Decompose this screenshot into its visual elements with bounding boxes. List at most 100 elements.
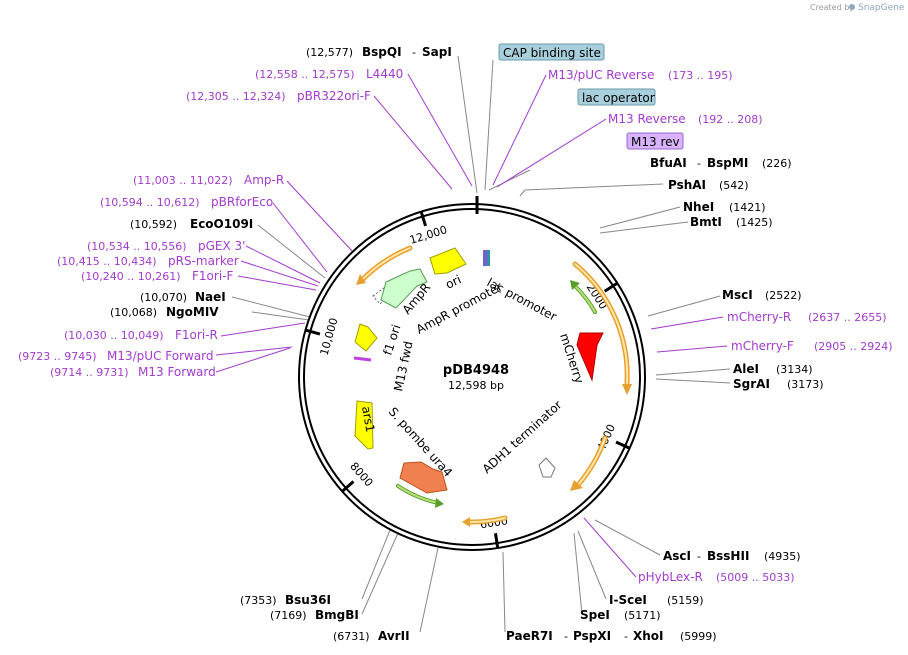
enzyme-pos-spei: (5171): [624, 609, 661, 622]
primer-m13-puc-forward: M13/pUC Forward: [107, 349, 214, 363]
enzyme-pos-asci: (4935): [764, 550, 801, 563]
created-by-label: Created by: [810, 3, 854, 12]
primer-f1ori-r: F1ori-R: [175, 328, 218, 342]
primer-m13-forward: M13 Forward: [138, 365, 216, 379]
primer-range-pgex3: (10,534 .. 10,556): [87, 240, 187, 253]
leader-lines: [231, 55, 731, 633]
enzyme-bsu36i: Bsu36I: [285, 593, 331, 607]
enzyme-ecoo109i: EcoO109I: [190, 217, 253, 231]
enzyme-pos-xhoi: (5999): [680, 630, 717, 643]
primer-range-m13-reverse: (192 .. 208): [698, 113, 763, 126]
enzyme-paer7i: PaeR7I: [506, 629, 553, 643]
bp-tick-mark: [341, 480, 355, 493]
enzyme-pos-bmgbi: (7169): [270, 609, 307, 622]
primer-m13-reverse: M13 Reverse: [608, 112, 686, 126]
label-m13-rev: M13 rev: [631, 135, 680, 149]
enzyme-pos-bfuai: (226): [762, 157, 792, 170]
primer-pgex3: pGEX 3': [198, 239, 245, 253]
primer-l4440: L4440: [366, 67, 403, 81]
feature-label-ori: ori: [443, 272, 463, 291]
orf-arc-1: [572, 261, 630, 386]
label-lac-operator: lac operator: [582, 91, 655, 105]
enzyme-pos-naei: (10,070): [140, 291, 187, 304]
enzyme-pos-nhei: (1421): [729, 201, 766, 214]
primer-amp-r: Amp-R: [244, 173, 284, 187]
enzyme-naei: NaeI: [195, 290, 226, 304]
enzyme-pos-bsu36i: (7353): [240, 594, 277, 607]
enzyme-bspmi: BspMI: [707, 156, 748, 170]
f1-ori-arrow: [354, 323, 378, 352]
enzyme-sgrai: SgrAI: [733, 377, 770, 391]
primer-mcherry-r: mCherry-R: [727, 310, 791, 324]
enzyme-pos-sgrai: (3173): [787, 378, 824, 391]
primer-range-prs-marker: (10,415 .. 10,434): [57, 255, 157, 268]
primer-prs-marker: pRS-marker: [168, 254, 239, 268]
enzyme-xhoi: XhoI: [633, 629, 664, 643]
enzyme-avrii: AvrII: [378, 629, 410, 643]
enzyme-pshai: PshAI: [668, 178, 706, 192]
ori-arrow: [429, 247, 467, 275]
primer-range-phyblex-r: (5009 .. 5033): [716, 571, 795, 584]
bp-tick-mark: [615, 440, 631, 450]
ura4-arrow: [399, 461, 448, 494]
orf-arc-2: [575, 435, 608, 488]
bp-tick-mark: [305, 328, 321, 336]
enzyme-alei: AleI: [733, 362, 759, 376]
backbone-inner: [298, 203, 646, 551]
box-m13-rev: [626, 132, 684, 150]
backbone-outer: [303, 208, 641, 546]
svg-text:-: -: [697, 157, 701, 170]
primer-range-f1ori-r: (10,030 .. 10,049): [64, 329, 164, 342]
enzyme-sapi: SapI: [422, 45, 452, 59]
mcherry-arrow: [576, 332, 604, 382]
primer-m13-puc-reverse: M13/pUC Reverse: [548, 68, 655, 82]
m13-fwd-mark: [353, 356, 372, 362]
orf-arc-4-inner: [361, 247, 411, 281]
svg-text:-: -: [412, 46, 416, 59]
enzyme-msci: MscI: [722, 288, 753, 302]
adh1-terminator-arrow: [538, 457, 556, 478]
primer-range-m13-puc-forward: (9723 .. 9745): [18, 350, 97, 363]
enzyme-bspqi: BspQI: [362, 45, 402, 59]
primer-phyblex-r: pHybLex-R: [638, 570, 703, 584]
box-cap-binding-site: [498, 43, 605, 61]
bp-tick-label: 10,000: [318, 316, 341, 357]
ampr-arrow: [380, 268, 428, 309]
enzyme-i-scei: I-SceI: [609, 593, 647, 607]
cap-site-mark: [487, 250, 490, 266]
primer-range-mcherry-r: (2637 .. 2655): [808, 311, 887, 324]
primer-range-m13-puc-reverse: (173 .. 195): [668, 69, 733, 82]
primer-range-amp-r: (11,003 .. 11,022): [133, 174, 233, 187]
bp-tick-label: 12,000: [408, 223, 449, 247]
enzyme-pos-pshai: (542): [719, 179, 749, 192]
enzyme-pos-ecoo109i: (10,592): [130, 218, 177, 231]
enzyme-nhei: NheI: [683, 200, 714, 214]
box-lac-operator: [577, 88, 656, 106]
plasmid-size: 12,598 bp: [448, 379, 504, 392]
primer-mcherry-f: mCherry-F: [731, 339, 794, 353]
enzyme-pos-bmti: (1425): [736, 216, 773, 229]
enzyme-pos-i-scei: (5159): [667, 594, 704, 607]
orf-arrowhead-2: [570, 480, 583, 491]
orf-arrowhead-4: [356, 274, 366, 285]
bp-tick-mark: [419, 211, 428, 227]
primer-range-mcherry-f: (2905 .. 2924): [814, 340, 893, 353]
primer-f1ori-f: F1ori-F: [192, 269, 233, 283]
lac-operator-mark: [483, 250, 487, 266]
enzyme-bmti: BmtI: [690, 215, 722, 229]
enzyme-pos-msci: (2522): [765, 289, 802, 302]
enzyme-ngomiv: NgoMIV: [166, 305, 219, 319]
enzyme-pspxi: PspXI: [573, 629, 611, 643]
feature-label-ars1: ars1: [359, 405, 377, 433]
primer-range-l4440: (12,558 .. 12,575): [255, 68, 355, 81]
enzyme-bsshii: BssHII: [707, 549, 749, 563]
green-arrowhead-1: [570, 280, 580, 290]
enzyme-asci: AscI: [663, 549, 691, 563]
orf-arc-2-inner: [577, 437, 606, 486]
primer-pbr322ori-f: pBR322ori-F: [297, 89, 371, 103]
ars1-box: [354, 400, 374, 450]
enzyme-pos-bspqi: (12,577): [306, 46, 353, 59]
enzyme-pos-alei: (3134): [776, 363, 813, 376]
enzyme-pos-avrii: (6731): [333, 630, 370, 643]
